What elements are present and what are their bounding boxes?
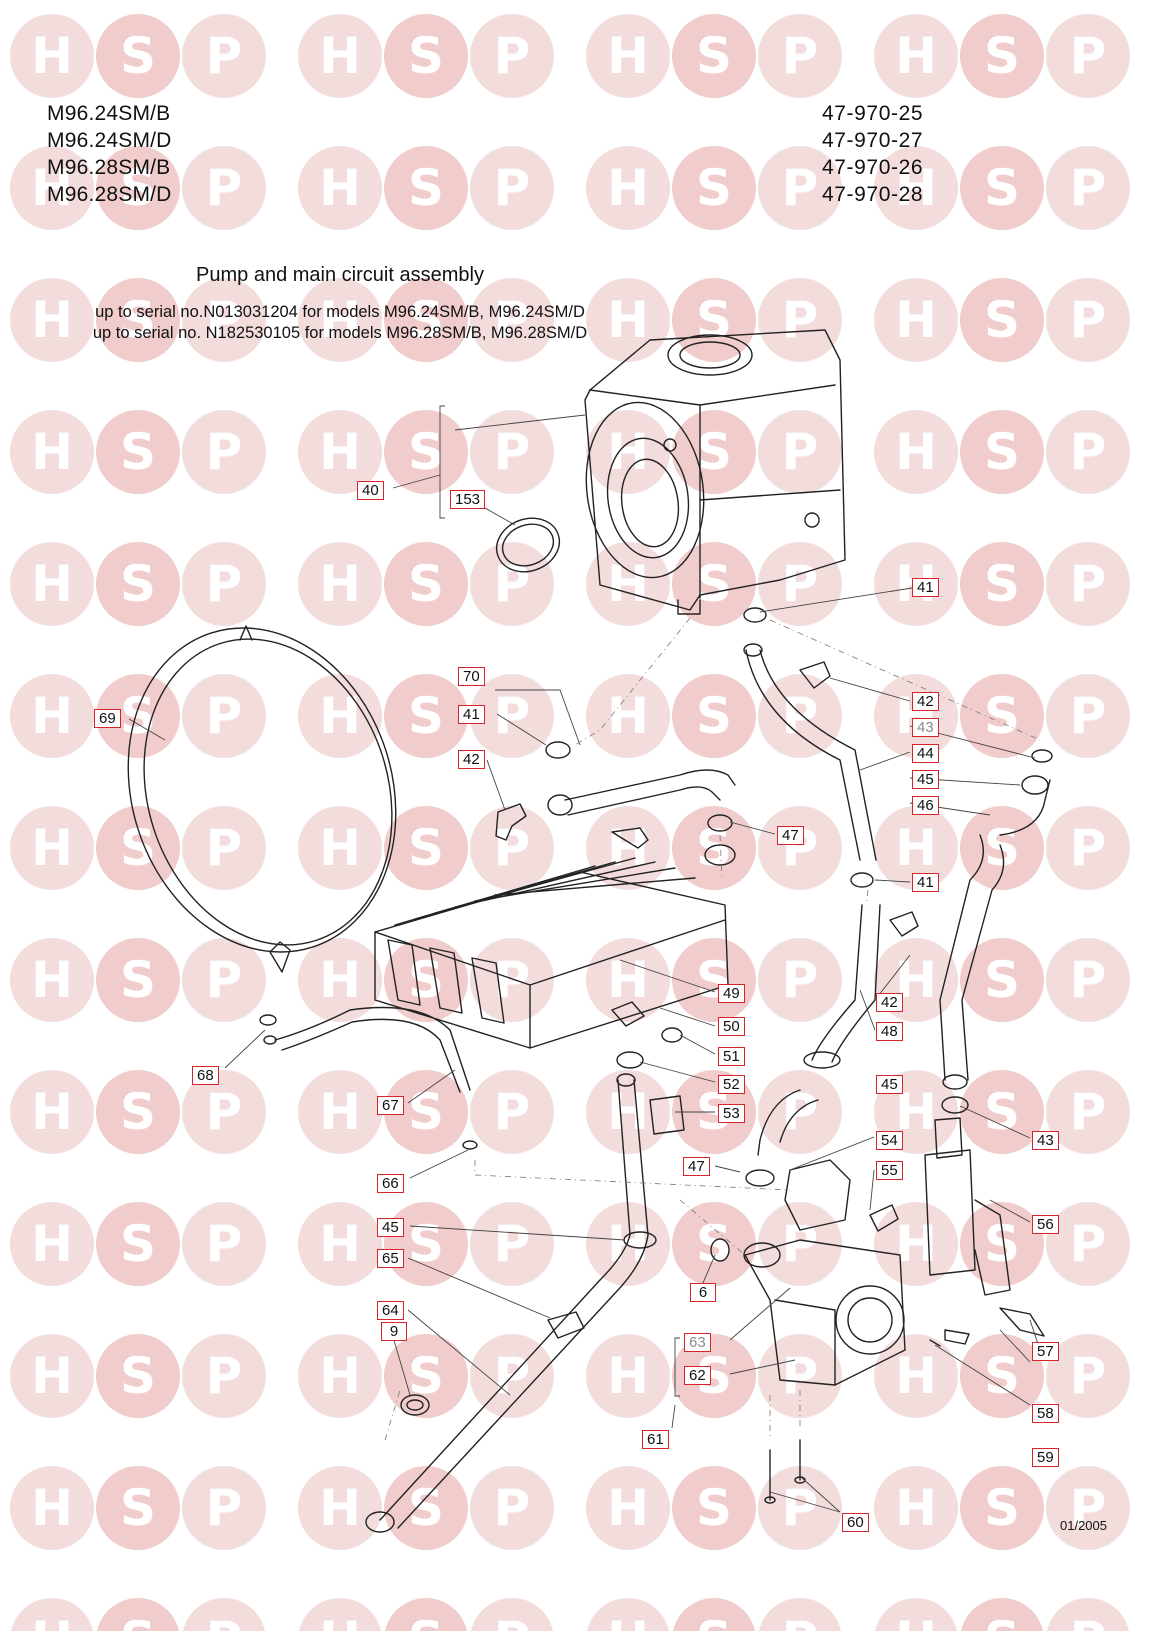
- part-label-6[interactable]: 6: [690, 1283, 716, 1302]
- part-label-45-a[interactable]: 45: [912, 770, 939, 789]
- part-label-50[interactable]: 50: [718, 1017, 745, 1036]
- part-label-49[interactable]: 49: [718, 984, 745, 1003]
- expansion-vessel-drawing: [127, 625, 397, 973]
- part-label-45-c[interactable]: 45: [377, 1218, 404, 1237]
- part-label-69[interactable]: 69: [94, 709, 121, 728]
- part-label-48[interactable]: 48: [876, 1022, 903, 1041]
- model-name-2: M96.24SM/D: [47, 129, 172, 152]
- ring-153-drawing: [495, 517, 561, 573]
- part-label-67[interactable]: 67: [377, 1096, 404, 1115]
- part-label-9[interactable]: 9: [381, 1322, 407, 1341]
- model-name-4: M96.28SM/D: [47, 183, 172, 206]
- part-label-54[interactable]: 54: [876, 1131, 903, 1150]
- part-label-46[interactable]: 46: [912, 796, 939, 815]
- part-code-4: 47-970-28: [822, 183, 924, 206]
- part-code-3: 47-970-26: [822, 156, 924, 179]
- part-label-59[interactable]: 59: [1032, 1448, 1059, 1467]
- model-name-3: M96.28SM/B: [47, 156, 171, 179]
- part-code-2: 47-970-27: [822, 129, 924, 152]
- part-label-47-a[interactable]: 47: [777, 826, 804, 845]
- part-label-60[interactable]: 60: [842, 1513, 869, 1532]
- part-label-43-a[interactable]: 43: [912, 718, 939, 737]
- part-label-65[interactable]: 65: [377, 1249, 404, 1268]
- part-label-70[interactable]: 70: [458, 667, 485, 686]
- part-label-42-b[interactable]: 42: [912, 692, 939, 711]
- part-label-42-a[interactable]: 42: [458, 750, 485, 769]
- part-label-44[interactable]: 44: [912, 744, 939, 763]
- diagram-title: Pump and main circuit assembly: [196, 264, 484, 286]
- part-label-51[interactable]: 51: [718, 1047, 745, 1066]
- pump-drawing: [743, 1159, 906, 1386]
- part-label-43-b[interactable]: 43: [1032, 1131, 1059, 1150]
- part-label-52[interactable]: 52: [718, 1075, 745, 1094]
- part-label-40[interactable]: 40: [357, 481, 384, 500]
- part-label-45-b[interactable]: 45: [876, 1075, 903, 1094]
- part-label-41-c[interactable]: 41: [912, 873, 939, 892]
- part-label-41-a[interactable]: 41: [912, 578, 939, 597]
- diagram-subtitle-1: up to serial no.N013031204 for models M9…: [95, 303, 585, 321]
- part-label-68[interactable]: 68: [192, 1066, 219, 1085]
- part-label-57[interactable]: 57: [1032, 1342, 1059, 1361]
- part-label-47-b[interactable]: 47: [683, 1157, 710, 1176]
- part-label-66[interactable]: 66: [377, 1174, 404, 1193]
- part-label-62[interactable]: 62: [684, 1366, 711, 1385]
- part-label-55[interactable]: 55: [876, 1161, 903, 1180]
- revision-date: 01/2005: [1060, 1518, 1107, 1533]
- fan-hood-drawing: [584, 329, 846, 615]
- part-label-63[interactable]: 63: [684, 1333, 711, 1352]
- part-code-1: 47-970-25: [822, 102, 924, 125]
- diagram-subtitle-2: up to serial no. N182530105 for models M…: [92, 324, 588, 342]
- model-name-1: M96.24SM/B: [47, 102, 171, 125]
- part-label-42-c[interactable]: 42: [876, 993, 903, 1012]
- part-label-41-b[interactable]: 41: [458, 705, 485, 724]
- part-label-61[interactable]: 61: [642, 1430, 669, 1449]
- part-label-58[interactable]: 58: [1032, 1404, 1059, 1423]
- part-label-56[interactable]: 56: [1032, 1215, 1059, 1234]
- part-label-153[interactable]: 153: [450, 490, 486, 509]
- part-label-53[interactable]: 53: [718, 1104, 745, 1123]
- part-label-64[interactable]: 64: [377, 1301, 404, 1320]
